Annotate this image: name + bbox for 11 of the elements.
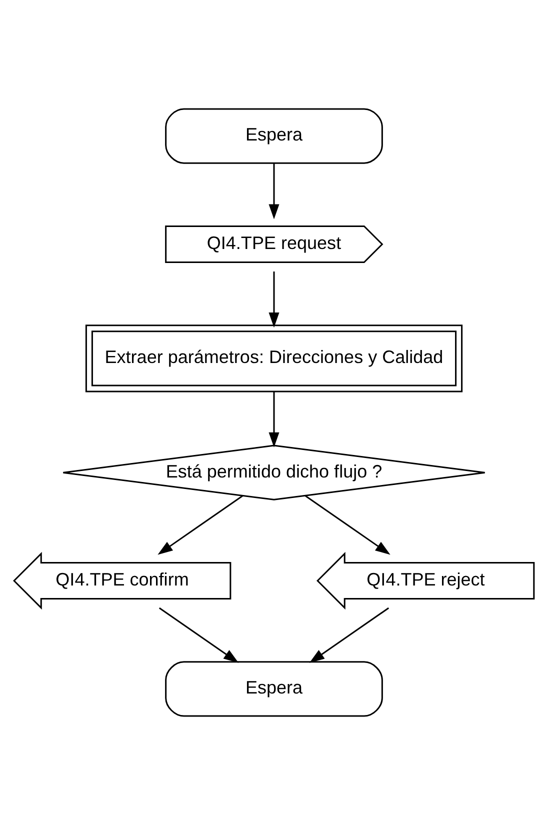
arrow <box>309 607 390 663</box>
arrow <box>268 164 280 220</box>
arrow <box>268 272 280 328</box>
arrow <box>158 495 243 555</box>
node-box: Espera <box>165 108 383 164</box>
node-box: Espera <box>165 661 383 717</box>
node-box: Extraer parámetros: Direcciones y Calidad <box>85 324 463 392</box>
node-diamond: Está permitido dicho flujo ? <box>62 444 486 500</box>
arrow <box>268 391 280 448</box>
arrow <box>305 495 390 555</box>
arrow <box>158 607 239 663</box>
